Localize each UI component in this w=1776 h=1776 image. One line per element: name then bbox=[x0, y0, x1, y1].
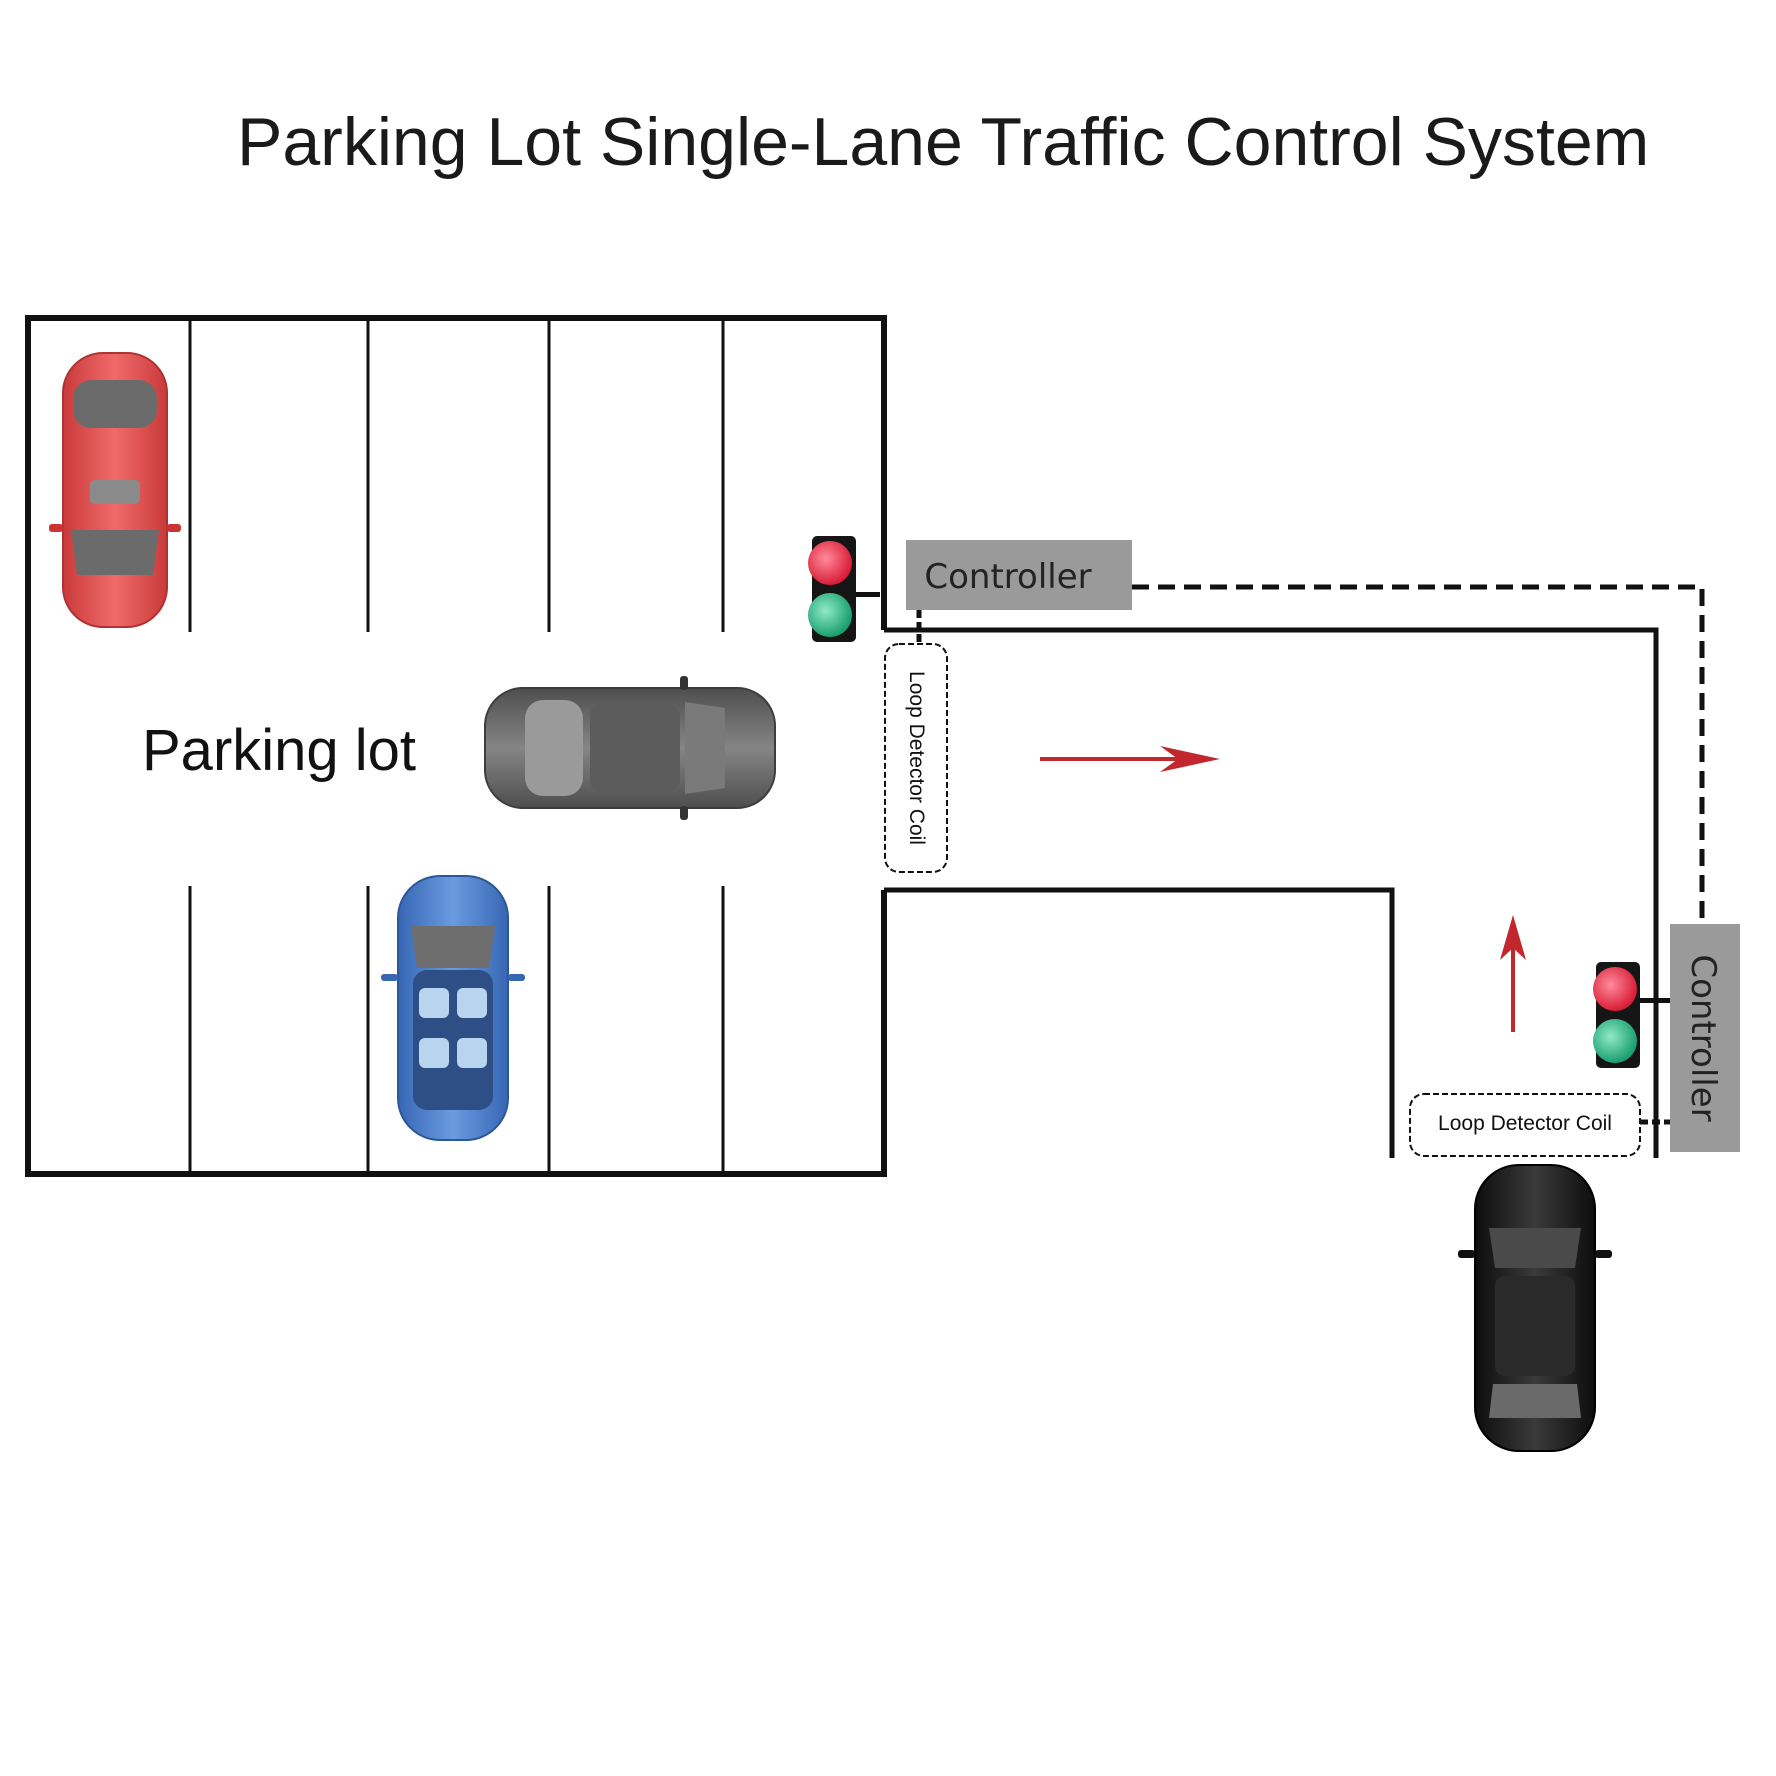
single-lane-road bbox=[884, 627, 1659, 1158]
parking-lot-label: Parking lot bbox=[142, 718, 416, 783]
traffic-light-icon bbox=[1593, 962, 1670, 1068]
arrow-right-icon bbox=[1040, 746, 1220, 772]
car-icon bbox=[381, 875, 525, 1141]
car-icon bbox=[1458, 1164, 1612, 1452]
coil-top-label: Loop Detector Coil bbox=[905, 671, 928, 845]
controller-top-label: Controller bbox=[924, 557, 1091, 597]
car-icon bbox=[484, 676, 776, 820]
controller-link-cable bbox=[1132, 584, 1705, 922]
controller-top: Controller bbox=[906, 540, 1132, 610]
loop-detector-coil-bottom: Loop Detector Coil bbox=[1409, 1093, 1670, 1157]
parking-space-dividers bbox=[188, 320, 725, 1172]
car-icon bbox=[49, 352, 181, 628]
loop-detector-coil-top: Loop Detector Coil bbox=[884, 643, 948, 873]
parking-lot-boundary bbox=[25, 315, 887, 1177]
traffic-light-icon bbox=[808, 536, 880, 642]
diagram-title: Parking Lot Single-Lane Traffic Control … bbox=[237, 104, 1649, 180]
arrow-up-icon bbox=[1500, 915, 1526, 1032]
controller-right: Controller bbox=[1670, 924, 1740, 1152]
coil-bottom-label: Loop Detector Coil bbox=[1438, 1112, 1612, 1135]
controller-right-label: Controller bbox=[1683, 954, 1723, 1121]
